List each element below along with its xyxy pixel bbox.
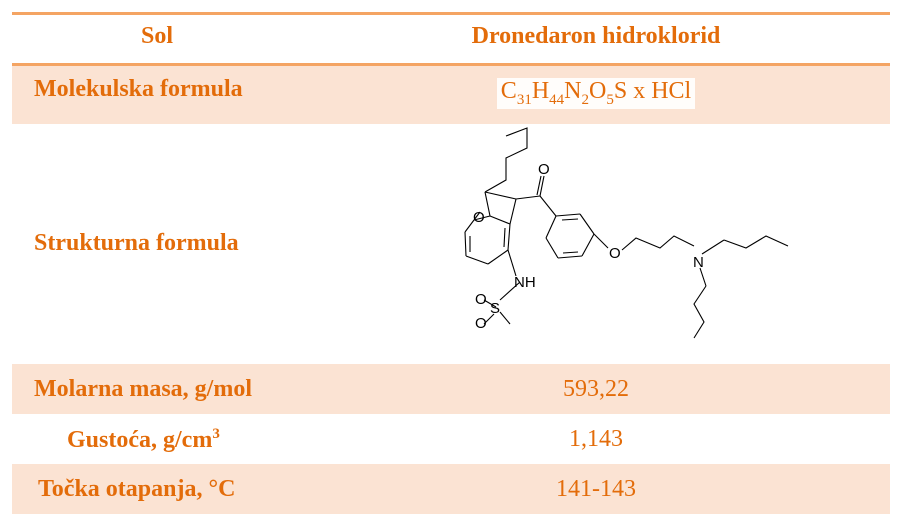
formula-h: H (531, 78, 550, 104)
row-melting-point: Točka otapanja, °C 141-143 (12, 464, 890, 514)
value-melting-point: 141-143 (556, 476, 636, 502)
formula-n: N (564, 78, 582, 104)
label-melting-point: Točka otapanja, °C (38, 476, 236, 502)
label-structural-formula: Strukturna formula (34, 230, 239, 256)
row-molar-mass: Molarna masa, g/mol 593,22 (12, 364, 890, 414)
row-structural-formula: Strukturna formula (12, 124, 890, 362)
formula-c-sub: 31 (516, 91, 532, 108)
label-molecular-formula: Molekulska formula (34, 76, 243, 102)
atom-o-ring: O (473, 209, 485, 226)
formula-h-sub: 44 (549, 91, 565, 108)
dronedarone-structure: O O O N NH O S O (464, 127, 789, 339)
row-molecular-formula: Molekulska formula C31H44N2O5S x HCl (12, 66, 890, 124)
atom-nh: NH (514, 274, 536, 291)
value-molecular-formula: C31H44N2O5S x HCl (302, 78, 890, 109)
label-density-sup: 3 (212, 426, 220, 442)
atom-s: S (490, 300, 500, 317)
atom-o-ether: O (609, 245, 621, 262)
atom-o-sulfonyl-1: O (475, 291, 487, 308)
value-molar-mass: 593,22 (563, 376, 629, 402)
atom-o-sulfonyl-2: O (475, 315, 487, 332)
formula-n-sub: 2 (581, 91, 590, 108)
table-header-row: Sol Dronedaron hidroklorid (12, 15, 890, 66)
formula-tail: S x HCl (613, 78, 692, 104)
atom-n-amine: N (693, 254, 704, 271)
label-density: Gustoća, g/cm3 (67, 426, 357, 454)
label-molar-mass: Molarna masa, g/mol (34, 376, 252, 402)
header-compound-name: Dronedaron hidroklorid (471, 23, 721, 49)
formula-c: C (500, 78, 517, 104)
formula-o: O (589, 78, 607, 104)
table-top-rule (12, 12, 890, 15)
formula-o-sub: 5 (606, 91, 614, 108)
row-density: Gustoća, g/cm3 1,143 (12, 414, 890, 464)
atom-o-carbonyl: O (538, 161, 550, 178)
label-density-main: Gustoća, g/cm (67, 427, 213, 453)
value-density: 1,143 (569, 426, 623, 452)
molecular-formula-text: C31H44N2O5S x HCl (496, 78, 696, 109)
header-sol: Sol (140, 23, 173, 49)
